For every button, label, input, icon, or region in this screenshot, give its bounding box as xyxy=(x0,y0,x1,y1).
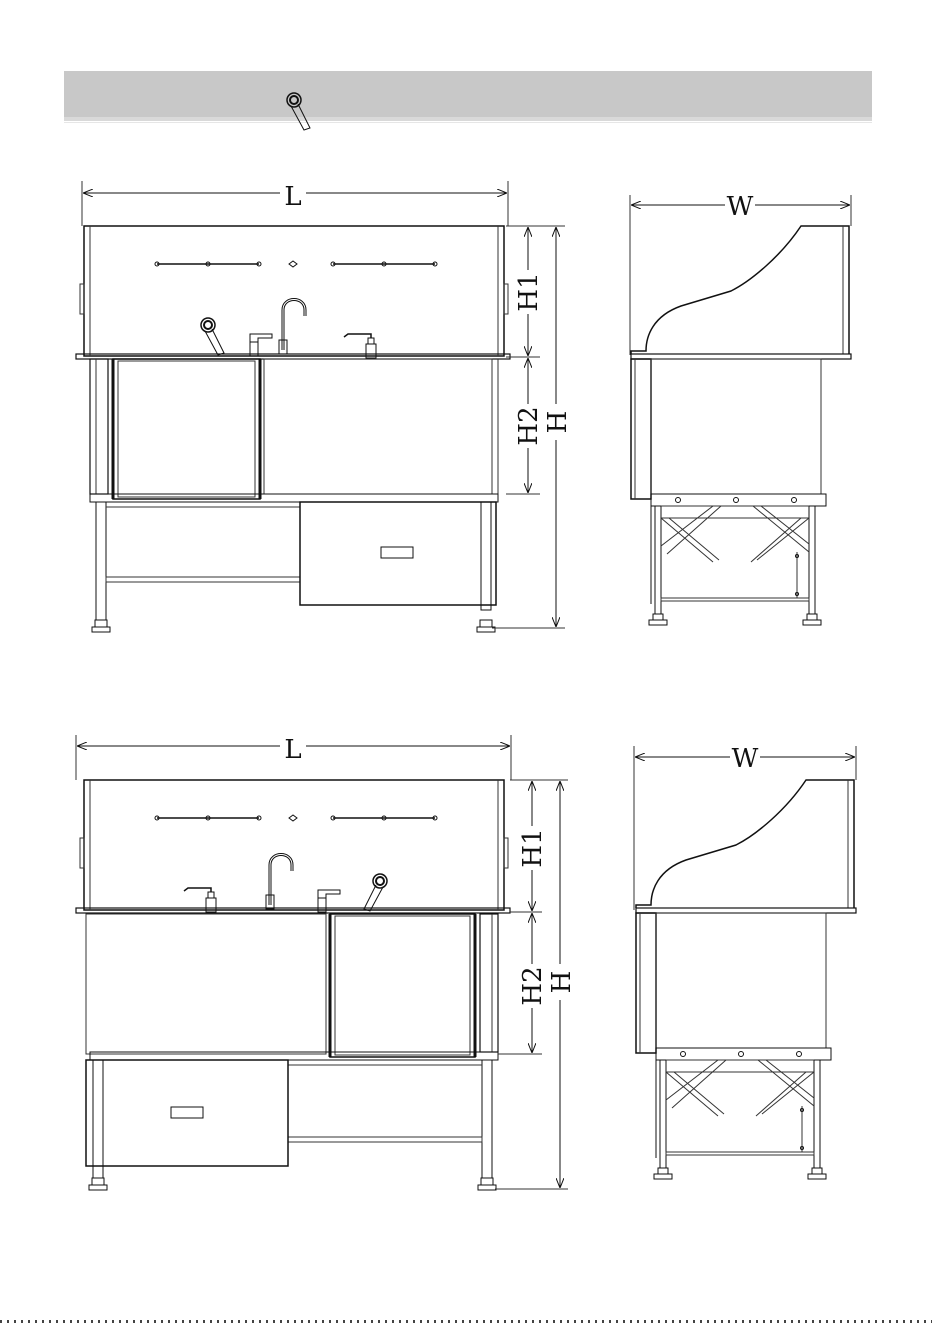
dimension-label-width-top: W xyxy=(727,192,754,222)
dimension-label-h2-bottom: H2 xyxy=(518,966,548,1005)
faucet-icon-2 xyxy=(266,855,292,910)
front-view-top-body xyxy=(90,359,498,632)
mixer-lever-icon xyxy=(250,334,272,356)
dimension-label-width-bottom: W xyxy=(732,744,759,774)
side-view-top xyxy=(631,226,851,625)
faucet-icon xyxy=(279,300,305,355)
dimension-label-height-bottom: H xyxy=(547,971,577,994)
dimension-lines-top xyxy=(82,180,851,628)
dimension-label-h1-bottom: H1 xyxy=(518,828,548,867)
dimension-label-height-top: H xyxy=(543,411,573,434)
front-view-bottom xyxy=(76,780,510,913)
dimension-label-h2-top: H2 xyxy=(514,406,544,445)
mixer-lever-icon-2 xyxy=(318,890,340,912)
side-view-bottom xyxy=(636,780,856,1179)
dimension-lines-bottom xyxy=(76,733,856,1189)
front-view-bottom-body xyxy=(86,914,498,1190)
dimension-label-length-bottom: L xyxy=(284,735,301,765)
shower-head-icon-2 xyxy=(364,874,387,911)
dimension-label-h1-top: H1 xyxy=(514,272,544,311)
dimension-label-length-top: L xyxy=(284,182,301,212)
shower-head-icon xyxy=(201,318,224,355)
front-view-top xyxy=(76,93,510,359)
